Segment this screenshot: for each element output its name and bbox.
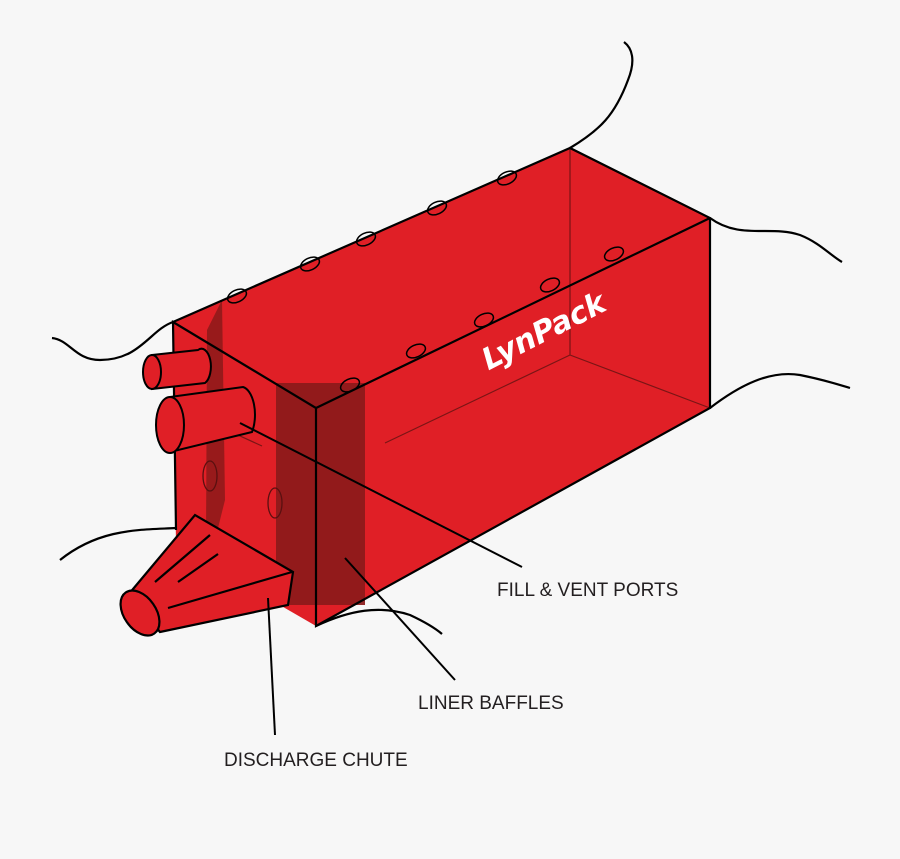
liner-baffle-front (276, 383, 365, 605)
leader-fill-vent (239, 422, 523, 568)
label-fill-vent-ports: FILL & VENT PORTS (497, 580, 679, 601)
rope-loops (226, 170, 625, 393)
fill-vent-ports (142, 347, 256, 454)
leader-lines (239, 422, 523, 736)
label-liner-baffles: LINER BAFFLES (418, 693, 564, 714)
container-box (119, 146, 712, 637)
leader-discharge-chute (267, 597, 276, 736)
side-openings (202, 460, 283, 519)
label-discharge-chute: DISCHARGE CHUTE (224, 750, 408, 771)
discharge-chute (119, 513, 295, 637)
leader-liner-baffles (344, 557, 456, 681)
box-edges (171, 146, 712, 628)
